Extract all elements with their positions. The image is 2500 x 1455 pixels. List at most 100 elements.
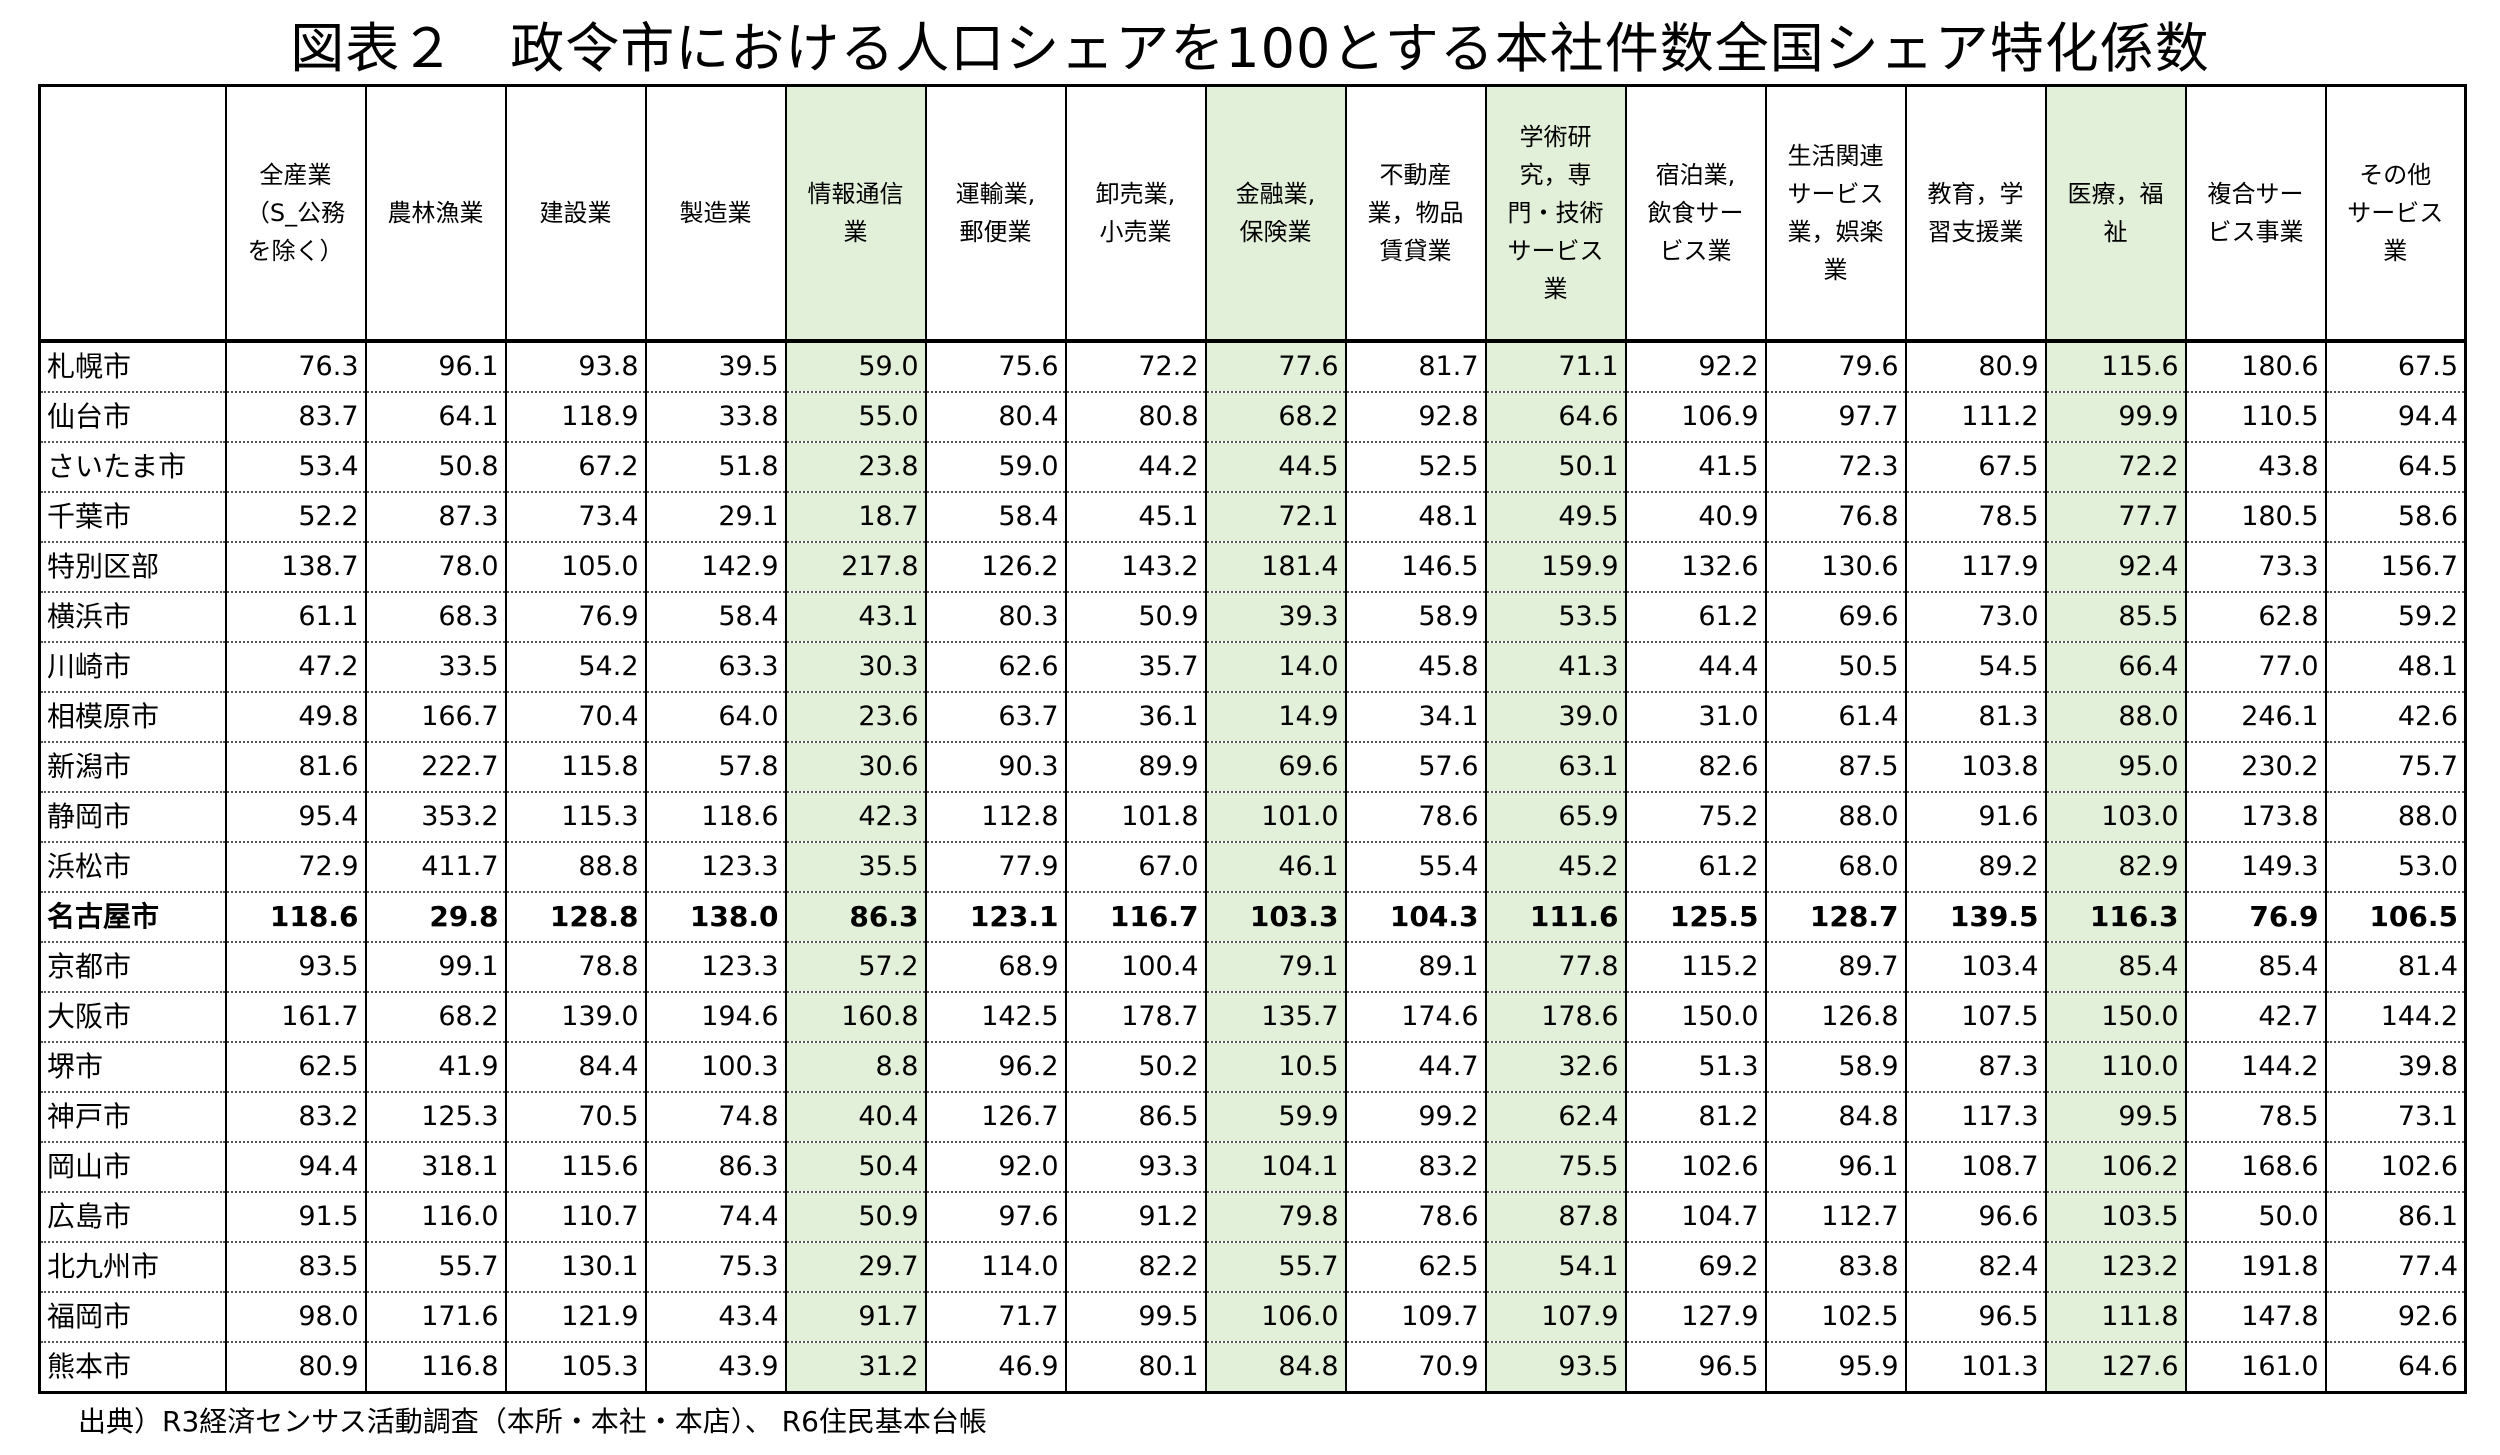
corner-cell bbox=[38, 85, 227, 343]
table-cell: 55.4 bbox=[1344, 842, 1487, 893]
table-cell: 58.9 bbox=[1344, 592, 1487, 643]
table-cell: 161.0 bbox=[2184, 1342, 2327, 1393]
table-cell: 73.1 bbox=[2324, 1092, 2467, 1143]
row-city-label: 福岡市 bbox=[38, 1292, 227, 1343]
table-cell: 63.7 bbox=[924, 692, 1067, 743]
table-cell: 67.5 bbox=[2324, 341, 2467, 393]
table-cell: 106.5 bbox=[2324, 892, 2467, 943]
table-cell: 93.3 bbox=[1064, 1142, 1207, 1193]
table-cell: 191.8 bbox=[2184, 1242, 2327, 1293]
table-cell: 86.3 bbox=[644, 1142, 787, 1193]
table-cell: 110.0 bbox=[2044, 1042, 2187, 1093]
table-cell: 106.2 bbox=[2044, 1142, 2187, 1193]
table-cell: 66.4 bbox=[2044, 642, 2187, 693]
table-cell: 139.5 bbox=[1904, 892, 2047, 943]
row-city-label: 相模原市 bbox=[38, 692, 227, 743]
table-cell: 39.0 bbox=[1484, 692, 1627, 743]
table-cell: 114.0 bbox=[924, 1242, 1067, 1293]
table-cell: 68.0 bbox=[1764, 842, 1907, 893]
table-cell: 100.4 bbox=[1064, 942, 1207, 993]
table-cell: 132.6 bbox=[1624, 542, 1767, 593]
table-cell: 75.6 bbox=[924, 341, 1067, 393]
table-cell: 58.4 bbox=[924, 492, 1067, 543]
table-cell: 46.1 bbox=[1204, 842, 1347, 893]
table-cell: 68.9 bbox=[924, 942, 1067, 993]
table-cell: 90.3 bbox=[924, 742, 1067, 793]
table-cell: 64.6 bbox=[1484, 392, 1627, 443]
table-cell: 29.1 bbox=[644, 492, 787, 543]
table-cell: 91.5 bbox=[224, 1192, 367, 1243]
table-cell: 75.5 bbox=[1484, 1142, 1627, 1193]
table-cell: 53.0 bbox=[2324, 842, 2467, 893]
table-cell: 47.2 bbox=[224, 642, 367, 693]
table-cell: 83.7 bbox=[224, 392, 367, 443]
table-cell: 83.2 bbox=[224, 1092, 367, 1143]
table-cell: 63.3 bbox=[644, 642, 787, 693]
table-cell: 115.8 bbox=[504, 742, 647, 793]
table-cell: 78.8 bbox=[504, 942, 647, 993]
table-cell: 106.9 bbox=[1624, 392, 1767, 443]
row-city-label: 札幌市 bbox=[38, 341, 227, 393]
table-cell: 40.4 bbox=[784, 1092, 927, 1143]
table-cell: 104.1 bbox=[1204, 1142, 1347, 1193]
table-cell: 77.0 bbox=[2184, 642, 2327, 693]
table-cell: 180.5 bbox=[2184, 492, 2327, 543]
table-cell: 88.0 bbox=[2324, 792, 2467, 843]
table-cell: 76.3 bbox=[224, 341, 367, 393]
table-cell: 55.7 bbox=[364, 1242, 507, 1293]
table-cell: 104.3 bbox=[1344, 892, 1487, 943]
table-cell: 59.9 bbox=[1204, 1092, 1347, 1143]
table-cell: 156.7 bbox=[2324, 542, 2467, 593]
column-header: 製造業 bbox=[644, 85, 787, 343]
table-cell: 44.2 bbox=[1064, 442, 1207, 493]
table-cell: 73.0 bbox=[1904, 592, 2047, 643]
column-header: 全産業 （S_公務 を除く） bbox=[224, 85, 367, 343]
table-cell: 96.1 bbox=[1764, 1142, 1907, 1193]
table-cell: 43.1 bbox=[784, 592, 927, 643]
table-cell: 87.3 bbox=[364, 492, 507, 543]
row-city-label: 大阪市 bbox=[38, 992, 227, 1043]
table-cell: 61.2 bbox=[1624, 592, 1767, 643]
table-cell: 42.3 bbox=[784, 792, 927, 843]
table-cell: 51.3 bbox=[1624, 1042, 1767, 1093]
table-cell: 52.2 bbox=[224, 492, 367, 543]
table-cell: 43.8 bbox=[2184, 442, 2327, 493]
column-header: 農林漁業 bbox=[364, 85, 507, 343]
table-cell: 51.8 bbox=[644, 442, 787, 493]
table-cell: 125.5 bbox=[1624, 892, 1767, 943]
row-city-label: 岡山市 bbox=[38, 1142, 227, 1193]
table-cell: 74.8 bbox=[644, 1092, 787, 1143]
table-cell: 77.4 bbox=[2324, 1242, 2467, 1293]
table-cell: 76.9 bbox=[504, 592, 647, 643]
table-cell: 77.7 bbox=[2044, 492, 2187, 543]
table-cell: 41.5 bbox=[1624, 442, 1767, 493]
table-cell: 33.8 bbox=[644, 392, 787, 443]
table-cell: 101.3 bbox=[1904, 1342, 2047, 1393]
table-cell: 150.0 bbox=[1624, 992, 1767, 1043]
table-cell: 171.6 bbox=[364, 1292, 507, 1343]
table-cell: 62.6 bbox=[924, 642, 1067, 693]
table-cell: 71.1 bbox=[1484, 341, 1627, 393]
table-cell: 91.6 bbox=[1904, 792, 2047, 843]
table-cell: 96.5 bbox=[1904, 1292, 2047, 1343]
table-cell: 101.0 bbox=[1204, 792, 1347, 843]
table-cell: 96.1 bbox=[364, 341, 507, 393]
table-cell: 72.1 bbox=[1204, 492, 1347, 543]
table-cell: 82.6 bbox=[1624, 742, 1767, 793]
table-cell: 70.9 bbox=[1344, 1342, 1487, 1393]
row-city-label: 北九州市 bbox=[38, 1242, 227, 1293]
table-cell: 83.2 bbox=[1344, 1142, 1487, 1193]
table-cell: 30.6 bbox=[784, 742, 927, 793]
table-cell: 97.6 bbox=[924, 1192, 1067, 1243]
table-cell: 36.1 bbox=[1064, 692, 1207, 743]
column-header: 宿泊業, 飲食サー ビス業 bbox=[1624, 85, 1767, 343]
table-cell: 92.2 bbox=[1624, 341, 1767, 393]
table-cell: 99.5 bbox=[1064, 1292, 1207, 1343]
table-cell: 55.7 bbox=[1204, 1242, 1347, 1293]
column-header: 不動産 業，物品 賃貸業 bbox=[1344, 85, 1487, 343]
